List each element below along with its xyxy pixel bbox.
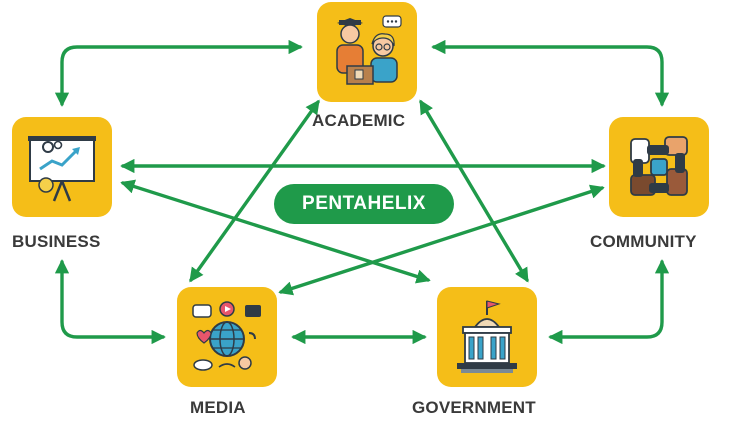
community-node (609, 117, 709, 217)
arrow-academic-government (419, 99, 529, 283)
government-building-icon (457, 300, 517, 373)
pentahelix-title: PENTAHELIX (274, 184, 454, 224)
globe-social-media-icon (192, 301, 261, 371)
academic-label: ACADEMIC (312, 111, 406, 130)
arrow-business-academic (54, 39, 303, 107)
arrow-business-media (54, 259, 166, 345)
arrow-academic-media (189, 99, 320, 283)
business-label: BUSINESS (12, 232, 101, 251)
government-label: GOVERNMENT (412, 398, 536, 417)
presentation-chart-icon (28, 136, 96, 202)
media-label: MEDIA (190, 398, 246, 417)
arrow-community-government (548, 259, 670, 345)
media-node (177, 287, 277, 387)
government-node (437, 287, 537, 387)
community-label: COMMUNITY (590, 232, 697, 251)
joined-hands-icon (630, 136, 688, 196)
academic-node (317, 2, 417, 102)
business-node (12, 117, 112, 217)
arrow-academic-community (431, 39, 670, 107)
students-with-books-icon (336, 15, 402, 85)
